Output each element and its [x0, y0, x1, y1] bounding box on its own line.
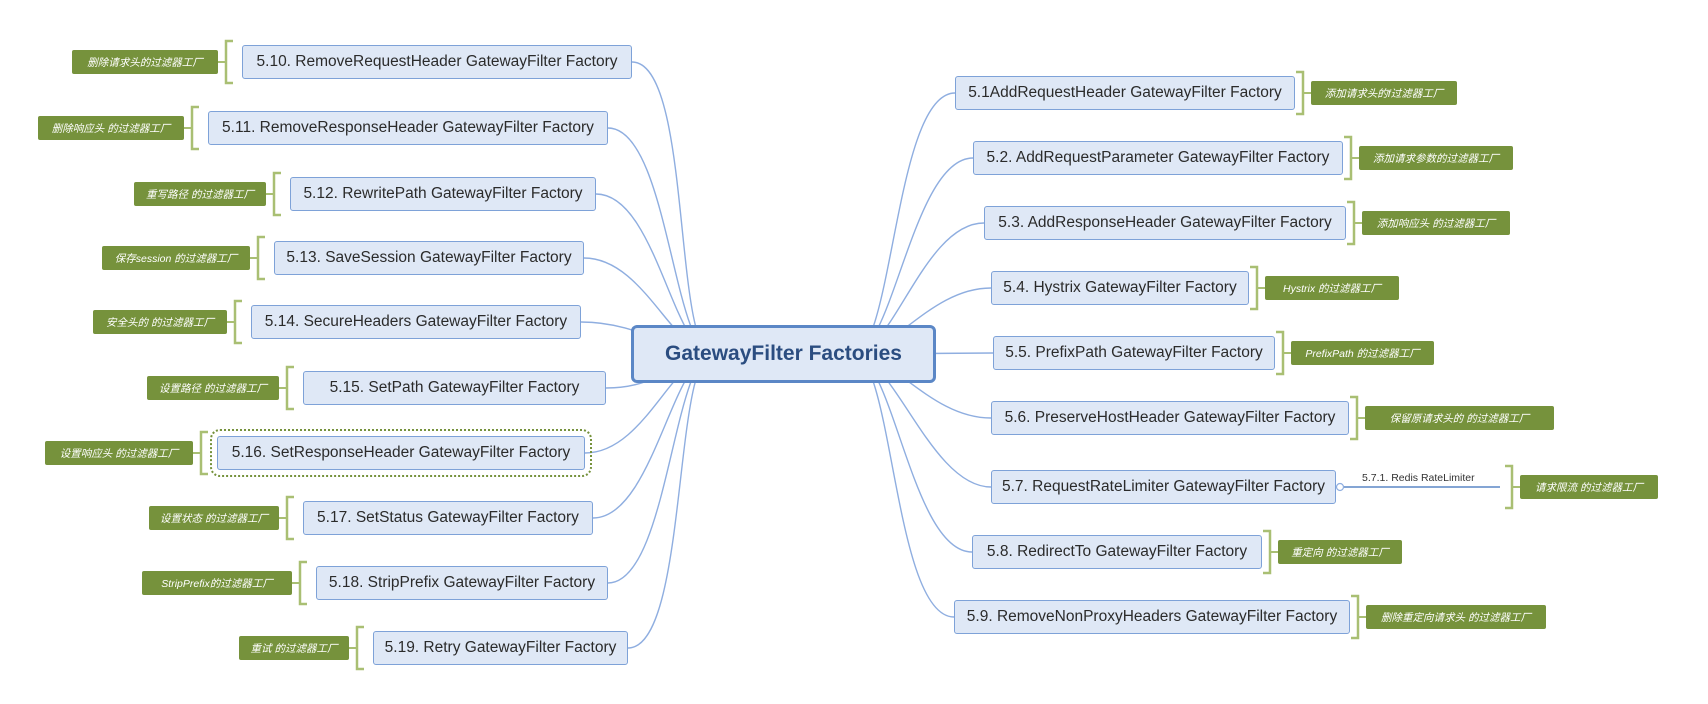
topic-node[interactable]: 5.15. SetPath GatewayFilter Factory [303, 371, 606, 405]
note-tag: 设置路径 的过滤器工厂 [147, 376, 279, 400]
topic-node[interactable]: 5.9. RemoveNonProxyHeaders GatewayFilter… [954, 600, 1350, 634]
note-bracket [1347, 200, 1356, 246]
note-bracket [1276, 330, 1285, 376]
note-tag: 添加请求参数的过滤器工厂 [1359, 146, 1513, 170]
note-bracket [233, 299, 242, 345]
note-tag: PrefixPath 的过滤器工厂 [1291, 341, 1434, 365]
note-tag: 设置响应头 的过滤器工厂 [45, 441, 193, 465]
note-bracket [1351, 594, 1360, 640]
note-tag: 删除重定向请求头 的过滤器工厂 [1366, 605, 1546, 629]
connector-line [607, 127, 714, 355]
note-bracket [1250, 265, 1259, 311]
note-bracket [285, 495, 294, 541]
topic-node[interactable]: 5.13. SaveSession GatewayFilter Factory [274, 241, 584, 275]
connector-line [627, 353, 714, 649]
connector-line [852, 92, 956, 355]
topic-node[interactable]: 5.2. AddRequestParameter GatewayFilter F… [973, 141, 1343, 175]
note-tag: 请求限流 的过滤器工厂 [1520, 475, 1658, 499]
topic-node[interactable]: 5.16. SetResponseHeader GatewayFilter Fa… [210, 429, 592, 477]
topic-node[interactable]: 5.17. SetStatus GatewayFilter Factory [303, 501, 593, 535]
topic-node[interactable]: 5.8. RedirectTo GatewayFilter Factory [972, 535, 1262, 569]
note-tag: 重试 的过滤器工厂 [239, 636, 349, 660]
note-bracket [355, 625, 364, 671]
topic-node[interactable]: 5.1AddRequestHeader GatewayFilter Factor… [955, 76, 1295, 110]
topic-node[interactable]: 5.19. Retry GatewayFilter Factory [373, 631, 628, 665]
note-bracket [224, 39, 233, 85]
note-bracket [1350, 395, 1359, 441]
note-tag: StripPrefix的过滤器工厂 [142, 571, 292, 595]
note-bracket [298, 560, 307, 606]
topic-node[interactable]: 5.3. AddResponseHeader GatewayFilter Fac… [984, 206, 1346, 240]
note-bracket [1263, 529, 1272, 575]
note-tag: Hystrix 的过滤器工厂 [1265, 276, 1399, 300]
topic-node[interactable]: 5.6. PreserveHostHeader GatewayFilter Fa… [991, 401, 1349, 435]
note-tag: 保留原请求头的 的过滤器工厂 [1365, 406, 1554, 430]
connector-line [607, 353, 714, 584]
topic-node[interactable]: 5.7. RequestRateLimiter GatewayFilter Fa… [991, 470, 1336, 504]
topic-node[interactable]: 5.18. StripPrefix GatewayFilter Factory [316, 566, 608, 600]
note-bracket [190, 105, 199, 151]
note-tag: 重定向 的过滤器工厂 [1278, 540, 1402, 564]
connector-line [852, 353, 955, 618]
topic-node[interactable]: 5.11. RemoveResponseHeader GatewayFilter… [208, 111, 608, 145]
note-bracket [285, 365, 294, 411]
note-bracket [272, 171, 281, 217]
note-tag: 保存session 的过滤器工厂 [102, 246, 250, 270]
topic-node[interactable]: 5.10. RemoveRequestHeader GatewayFilter … [242, 45, 632, 79]
note-tag: 安全头的 的过滤器工厂 [93, 310, 227, 334]
note-bracket [256, 235, 265, 281]
note-tag: 删除请求头的过滤器工厂 [72, 50, 218, 74]
collapse-toggle-icon[interactable] [1335, 482, 1345, 492]
note-tag: 设置状态 的过滤器工厂 [149, 506, 279, 530]
note-bracket [1505, 464, 1514, 510]
subtopic-label[interactable]: 5.7.1. Redis RateLimiter [1362, 472, 1475, 484]
note-bracket [1344, 135, 1353, 181]
note-tag: 添加响应头 的过滤器工厂 [1362, 211, 1510, 235]
note-bracket [199, 430, 208, 476]
topic-node[interactable]: 5.14. SecureHeaders GatewayFilter Factor… [251, 305, 581, 339]
topic-node[interactable]: 5.4. Hystrix GatewayFilter Factory [991, 271, 1249, 305]
note-bracket [1296, 70, 1305, 116]
note-tag: 添加请求头的f过滤器工厂 [1311, 81, 1457, 105]
central-topic[interactable]: GatewayFilter Factories [631, 325, 936, 383]
connector-line [631, 61, 714, 355]
note-tag: 重写路径 的过滤器工厂 [134, 182, 266, 206]
note-tag: 删除响应头 的过滤器工厂 [38, 116, 184, 140]
topic-node[interactable]: 5.12. RewritePath GatewayFilter Factory [290, 177, 596, 211]
topic-node[interactable]: 5.5. PrefixPath GatewayFilter Factory [993, 336, 1275, 370]
